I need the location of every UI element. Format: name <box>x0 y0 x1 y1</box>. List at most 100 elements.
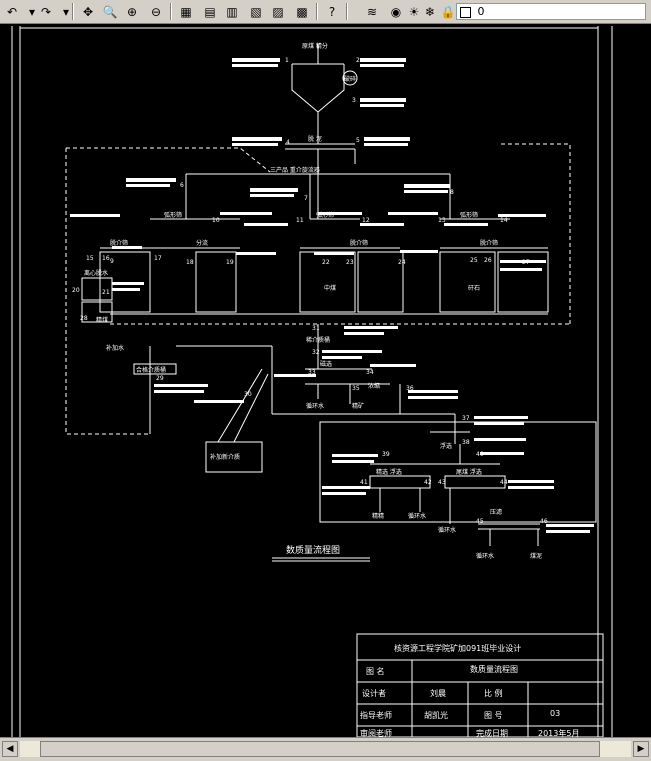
label-press-filter: 压滤 <box>490 508 502 516</box>
redo-dropdown-icon[interactable]: ▾ <box>62 4 70 19</box>
node-number: 17 <box>154 255 162 262</box>
label-split: 分流 <box>196 239 208 247</box>
node-number: 33 <box>308 369 316 376</box>
node-number: 16 <box>102 255 110 262</box>
label-concentrate: 精矿 <box>352 402 364 410</box>
node-number: 31 <box>312 325 320 332</box>
scroll-thumb[interactable] <box>40 741 600 757</box>
label-middlings: 中煤 <box>324 284 336 292</box>
redo-icon[interactable]: ↷ <box>40 4 52 19</box>
screen-box-4 <box>357 251 404 313</box>
lock-icon[interactable]: 🔒 <box>440 4 456 19</box>
color-swatch-icon <box>460 6 471 18</box>
node-number: 7 <box>304 195 308 202</box>
node-number: 28 <box>80 315 88 322</box>
label-gangue: 矸石 <box>468 285 480 292</box>
title-block-drawing-no-value: 03 <box>550 709 560 718</box>
screen-box-2 <box>195 251 237 313</box>
scavenger-flotation-cell <box>444 475 506 489</box>
node-number: 21 <box>102 289 110 296</box>
node-number: 41 <box>360 479 368 486</box>
bulb-icon[interactable]: ◉ <box>390 4 402 19</box>
centrifuge-box-2 <box>81 301 113 323</box>
node-number: 22 <box>322 259 330 266</box>
label-qualified-medium: 合格介质桶 <box>136 366 166 374</box>
markup-icon[interactable]: ▨ <box>272 4 284 19</box>
toolbar-separator <box>346 3 348 20</box>
node-number: 3 <box>352 97 356 104</box>
label-make-up-water: 补加水 <box>106 344 124 352</box>
label-medium-screen-2: 脱介筛 <box>350 239 368 247</box>
node-number: 13 <box>438 217 446 224</box>
node-number: 36 <box>406 385 414 392</box>
layer-dropdown[interactable]: 0 <box>456 3 646 20</box>
node-number: 10 <box>212 217 220 224</box>
node-number-group: 1 2 3 4 5 6 7 8 9 10 11 12 13 14 15 16 1… <box>72 57 548 525</box>
label-sieve-bend-1: 弧形筛 <box>164 211 182 219</box>
sheet-set-icon[interactable]: ▧ <box>250 4 262 19</box>
node-number: 40 <box>476 451 484 458</box>
title-block-advisor-value: 胡凯光 <box>424 710 448 720</box>
node-number: 14 <box>500 217 508 224</box>
node-number: 32 <box>312 349 320 356</box>
design-center-icon[interactable]: ▤ <box>204 4 216 19</box>
label-medium-screen-1: 脱介筛 <box>110 239 128 247</box>
node-number: 12 <box>362 217 370 224</box>
node-number: 15 <box>86 255 94 262</box>
label-circ-water-3: 循环水 <box>438 526 456 534</box>
undo-icon[interactable]: ↶ <box>6 4 18 19</box>
node-number: 26 <box>484 257 492 264</box>
title-block-name-value: 数质量流程图 <box>470 664 518 674</box>
title-block-advisor-label: 指导老师 <box>360 710 392 720</box>
node-number: 34 <box>366 369 374 376</box>
layer-value: 0 <box>477 5 485 18</box>
label-top-feed: 原煤 精分 <box>302 42 328 50</box>
properties-icon[interactable]: ▦ <box>180 4 192 19</box>
scroll-right-icon[interactable]: ▶ <box>633 741 649 757</box>
title-block-designer-label: 设计者 <box>362 688 386 698</box>
node-number: 8 <box>450 189 454 196</box>
undo-dropdown-icon[interactable]: ▾ <box>28 4 36 19</box>
freeze-icon[interactable]: ❄ <box>424 4 436 19</box>
zoom-realtime-icon[interactable]: 🔍 <box>102 4 118 19</box>
label-three-product-cyclone: 三产品 重介旋流器 <box>270 166 320 174</box>
sun-icon[interactable]: ☀ <box>408 4 420 19</box>
label-clean-coal: 精煤 <box>96 316 108 324</box>
qualified-medium-sump <box>133 363 177 375</box>
tool-palette-icon[interactable]: ▥ <box>226 4 238 19</box>
label-scavenger: 尾煤 浮选 <box>456 468 482 476</box>
node-number: 30 <box>244 391 252 398</box>
node-number: 23 <box>346 259 354 266</box>
toolbar-separator <box>72 3 74 20</box>
node-number: 44 <box>500 479 508 486</box>
raw-coal-hopper <box>291 64 345 113</box>
node-number: 18 <box>186 259 194 266</box>
node-number: 5 <box>356 137 360 144</box>
label-dilute-medium: 稀介质桶 <box>306 336 330 344</box>
help-icon[interactable]: ? <box>328 4 336 19</box>
zoom-window-icon[interactable]: ⊕ <box>126 4 138 19</box>
pan-icon[interactable]: ✥ <box>82 4 94 19</box>
node-number: 27 <box>522 259 530 266</box>
cleaner-flotation-cell <box>369 475 431 489</box>
calculator-icon[interactable]: ▩ <box>296 4 308 19</box>
screen-box-5 <box>439 251 496 313</box>
node-number: 39 <box>382 451 390 458</box>
dashed-return-line <box>66 147 271 173</box>
scroll-left-icon[interactable]: ◀ <box>2 741 18 757</box>
label-overflow: 浓缩 <box>368 382 380 390</box>
zoom-previous-icon[interactable]: ⊖ <box>150 4 162 19</box>
node-number: 2 <box>356 57 360 64</box>
label-fine-clean: 精精 <box>372 512 384 520</box>
node-number: 38 <box>462 439 470 446</box>
title-block-date-label: 完成日期 <box>476 728 508 737</box>
label-magnetic: 磁选 <box>320 360 332 368</box>
title-block-scale-label: 比 例 <box>484 688 503 698</box>
drawing-canvas[interactable]: 原煤 精分 破碎 脱 泥 三产品 重介旋流器 弧形筛 弧形筛 弧形筛 脱介筛 分… <box>0 24 651 738</box>
flotation-circuit-box <box>319 421 597 523</box>
label-circ-water-1: 循环水 <box>306 402 324 410</box>
horizontal-scrollbar[interactable]: ◀ ▶ <box>0 737 651 761</box>
layer-manager-icon[interactable]: ≋ <box>366 4 378 19</box>
toolbar-separator <box>316 3 318 20</box>
label-flotation: 浮选 <box>440 442 452 450</box>
